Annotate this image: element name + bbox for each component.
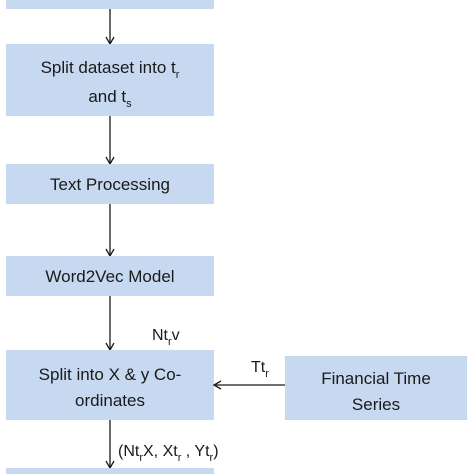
node-text-processing: Text Processing (6, 164, 214, 204)
financial-time-series-label-line2: Series (352, 395, 400, 414)
text-processing-box (6, 164, 214, 204)
word2vec-box (6, 256, 214, 296)
node-split-xy: Split into X & y Co- ordinates (6, 350, 214, 420)
edge-label-split-xy-output: (NtrX, Xtr , Ytr) (118, 443, 219, 464)
node-word2vec: Word2Vec Model (6, 256, 214, 296)
split-dataset-box (6, 44, 214, 116)
financial-time-series-label-line1: Financial Time (321, 369, 431, 388)
edge-label-financial-output: Ttr (251, 359, 269, 380)
bottom-partial-box (6, 468, 214, 474)
split-xy-label-line2: ordinates (75, 391, 145, 410)
node-financial-time-series: Financial Time Series (285, 356, 467, 420)
split-xy-label-line1: Split into X & y Co- (39, 365, 182, 384)
financial-time-series-box (285, 356, 467, 420)
split-dataset-label-line2: and ts (88, 87, 132, 110)
word2vec-label: Word2Vec Model (45, 267, 174, 286)
top-partial-box (6, 0, 214, 9)
split-xy-box (6, 350, 214, 420)
text-processing-label: Text Processing (50, 175, 170, 194)
split-dataset-label-line1: Split dataset into tr (41, 58, 180, 81)
node-split-dataset: Split dataset into tr and ts (6, 44, 214, 116)
edge-label-word2vec-output: Ntrv (152, 327, 180, 348)
